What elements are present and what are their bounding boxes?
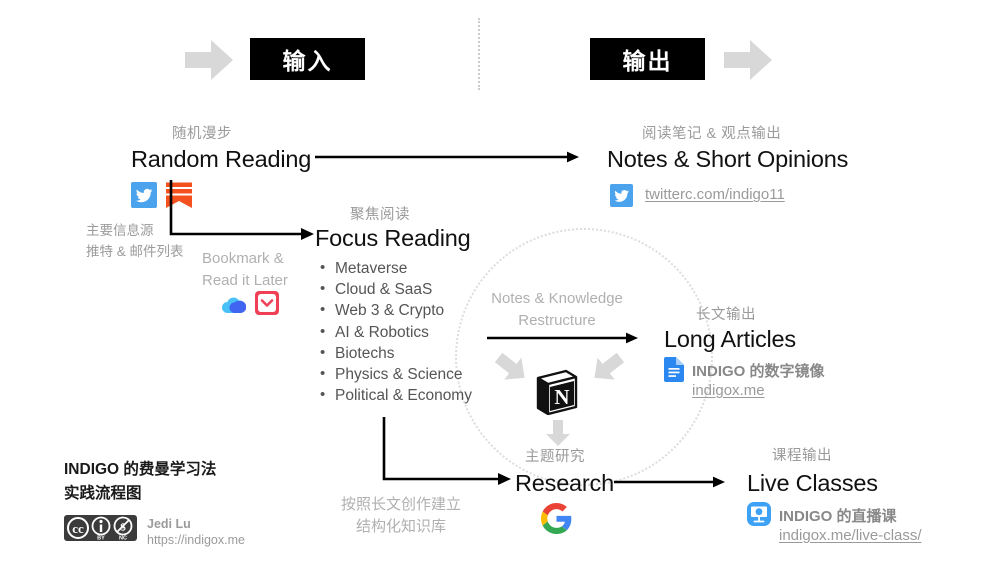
live-classes-zh: 课程输出 (772, 448, 832, 464)
long-articles-link[interactable]: indigox.me (692, 382, 765, 399)
live-classes-link[interactable]: indigox.me/live-class/ (779, 527, 922, 544)
source-note: 主要信息源 推特 & 邮件列表 (86, 221, 184, 263)
long-articles-caption: INDIGO 的数字镜像 (692, 363, 825, 380)
pocket-icon (255, 291, 279, 315)
credits-author: Jedi Lu (147, 517, 191, 531)
input-big-arrow-icon (185, 40, 233, 80)
svg-text:BY: BY (97, 536, 105, 542)
restructure-label: Notes & Knowledge Restructure (487, 288, 627, 332)
notes-opinions-zh: 阅读笔记 & 观点输出 (642, 126, 782, 142)
keynote-icon (747, 502, 771, 526)
focus-topics-list: Metaverse Cloud & SaaS Web 3 & Crypto AI… (318, 257, 472, 406)
svg-text:N: N (554, 385, 569, 409)
notes-opinions-title: Notes & Short Opinions (607, 146, 849, 172)
focus-to-articles-arrow (487, 331, 639, 350)
bookmark-label-line1: Bookmark & (202, 250, 284, 267)
research-to-classes-arrow (614, 475, 726, 494)
input-badge: 输入 (250, 38, 365, 80)
restructure-line2: Restructure (518, 311, 596, 329)
output-label: 输出 (622, 48, 673, 74)
twitter-link[interactable]: twitterc.com/indigo11 (645, 186, 785, 203)
random-reading-zh: 随机漫步 (172, 126, 232, 142)
notion-icon: N (536, 369, 578, 420)
section-divider (478, 18, 480, 90)
live-classes-caption: INDIGO 的直播课 (779, 508, 897, 525)
output-big-arrow-icon (724, 40, 772, 80)
list-item: Political & Economy (318, 384, 472, 406)
inflow-left-arrow-icon (494, 352, 529, 389)
structured-kb-label: 按照长文创作建立 结构化知识库 (339, 494, 463, 538)
svg-text:cc: cc (72, 521, 84, 536)
source-note-line1: 主要信息源 (86, 223, 154, 238)
source-note-line2: 推特 & 邮件列表 (86, 243, 184, 259)
research-title: Research (515, 470, 614, 496)
list-item: AI & Robotics (318, 321, 472, 343)
credits-title: INDIGO 的费曼学习法 实践流程图 (64, 458, 216, 506)
svg-text:$: $ (120, 522, 126, 534)
live-classes-title: Live Classes (747, 470, 878, 496)
credits-url: https://indigox.me (147, 533, 245, 547)
svg-text:NC: NC (119, 536, 127, 542)
notion-to-research-arrow-icon (546, 420, 570, 451)
list-item: Web 3 & Crypto (318, 299, 472, 321)
twitter-icon (131, 182, 157, 208)
restructure-line1: Notes & Knowledge (491, 290, 623, 307)
focus-reading-zh: 聚焦阅读 (350, 207, 410, 223)
bookmark-label: Bookmark & Read it Later (202, 248, 288, 292)
structured-kb-elbow-arrow (382, 415, 514, 490)
structured-kb-line1: 按照长文创作建立 (340, 496, 461, 513)
google-docs-icon (664, 357, 684, 387)
inflow-right-arrow-icon (590, 352, 625, 389)
bookmark-elbow-arrow (168, 178, 318, 251)
long-articles-title: Long Articles (664, 326, 796, 352)
list-item: Biotechs (318, 342, 472, 364)
random-reading-title: Random Reading (131, 146, 312, 172)
creative-commons-by-nc-icon: cc BY $ NC (64, 515, 137, 546)
cubox-icon (220, 292, 247, 321)
list-item: Metaverse (318, 257, 472, 279)
credits-title-line2: 实践流程图 (64, 485, 142, 503)
reeder-icon (165, 181, 193, 214)
input-label: 输入 (282, 48, 333, 74)
long-articles-zh: 长文输出 (696, 307, 756, 323)
output-badge: 输出 (590, 38, 705, 80)
input-to-notes-arrow (315, 150, 580, 169)
list-item: Physics & Science (318, 363, 472, 385)
structured-kb-line2: 结构化知识库 (355, 517, 446, 535)
bookmark-label-line2: Read it Later (202, 271, 288, 289)
list-item: Cloud & SaaS (318, 278, 472, 300)
google-icon (541, 503, 572, 539)
research-zh: 主题研究 (525, 449, 585, 465)
twitter-icon (610, 184, 633, 207)
focus-reading-title: Focus Reading (315, 225, 471, 251)
credits-title-line1: INDIGO 的费曼学习法 (64, 461, 217, 478)
